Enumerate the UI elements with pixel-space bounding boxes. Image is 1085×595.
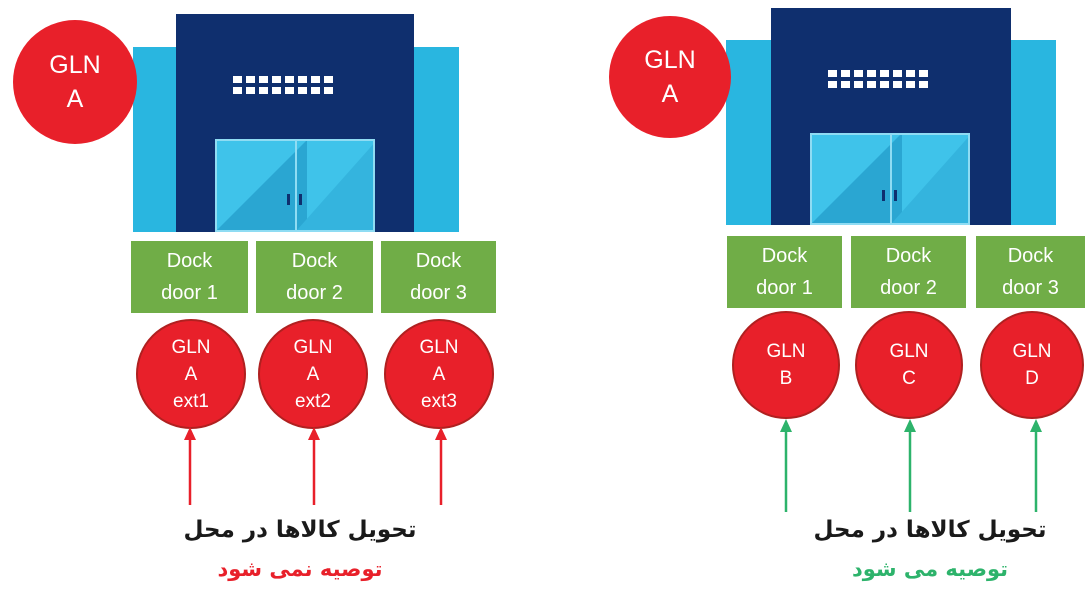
left-location-gln-a-ext2: GLN A ext2 — [258, 319, 368, 429]
dock-number: door 3 — [410, 282, 467, 304]
arrow-head — [1030, 419, 1042, 432]
dock-number: door 2 — [286, 282, 343, 304]
dock-label: Dock — [415, 250, 462, 272]
gln-label: GLN — [419, 336, 459, 358]
left-caption-verdict: توصیه نمی شود — [217, 557, 383, 581]
left-dock-door-3: Dock door 3 — [381, 241, 496, 313]
right-building-gln-badge: GLN A — [609, 16, 731, 138]
left-red-arrows — [184, 427, 447, 505]
right-caption-verdict: توصیه می شود — [851, 557, 1009, 581]
dock-number: door 1 — [161, 282, 218, 304]
left-dock-door-2: Dock door 2 — [256, 241, 373, 313]
gln-id: A — [661, 80, 679, 108]
gln-extension: ext3 — [421, 390, 457, 412]
right-green-arrows — [780, 419, 1042, 512]
gln-id: C — [902, 368, 916, 389]
gln-id: A — [184, 363, 198, 385]
left-building-entrance — [215, 139, 375, 232]
right-location-gln-b: GLN B — [732, 311, 840, 419]
left-building-windows — [233, 76, 333, 94]
arrow-head — [308, 427, 320, 440]
left-location-gln-a-ext1: GLN A ext1 — [136, 319, 246, 429]
gln-extension: ext1 — [173, 390, 209, 412]
right-location-gln-c: GLN C — [855, 311, 963, 419]
gln-label: GLN — [889, 341, 929, 362]
right-building-main-block — [771, 8, 1011, 225]
gln-id: A — [306, 363, 320, 385]
left-building-gln-badge: GLN A — [13, 20, 137, 144]
dock-number: door 3 — [1002, 277, 1059, 299]
right-dock-door-3: Dock door 3 — [976, 236, 1085, 308]
right-location-gln-d: GLN D — [980, 311, 1084, 419]
dock-label: Dock — [1007, 245, 1054, 267]
arrow-head — [780, 419, 792, 432]
right-dock-door-2: Dock door 2 — [851, 236, 966, 308]
gln-id: D — [1025, 368, 1039, 389]
right-dock-door-1: Dock door 1 — [727, 236, 842, 308]
left-caption-title: تحویل کالاها در محل — [183, 517, 417, 543]
dock-label: Dock — [761, 245, 808, 267]
arrow-head — [904, 419, 916, 432]
right-building-entrance — [810, 133, 970, 225]
left-building-main-block — [176, 14, 414, 232]
gln-label: GLN — [293, 336, 333, 358]
dock-label: Dock — [885, 245, 932, 267]
gln-extension: ext2 — [295, 390, 331, 412]
gln-label: GLN — [766, 341, 806, 362]
gln-label: GLN — [644, 46, 696, 74]
right-building-windows — [828, 70, 928, 88]
gln-label: GLN — [49, 51, 101, 79]
gln-id: B — [779, 368, 793, 389]
gln-id: A — [432, 363, 446, 385]
left-dock-door-1: Dock door 1 — [131, 241, 248, 313]
right-caption-title: تحویل کالاها در محل — [813, 517, 1047, 543]
dock-label: Dock — [291, 250, 338, 272]
dock-number: door 2 — [880, 277, 937, 299]
arrow-head — [435, 427, 447, 440]
dock-label: Dock — [166, 250, 213, 272]
gln-label: GLN — [171, 336, 211, 358]
dock-number: door 1 — [756, 277, 813, 299]
gln-label: GLN — [1012, 341, 1052, 362]
left-location-gln-a-ext3: GLN A ext3 — [384, 319, 494, 429]
gln-id: A — [66, 85, 84, 113]
arrow-head — [184, 427, 196, 440]
